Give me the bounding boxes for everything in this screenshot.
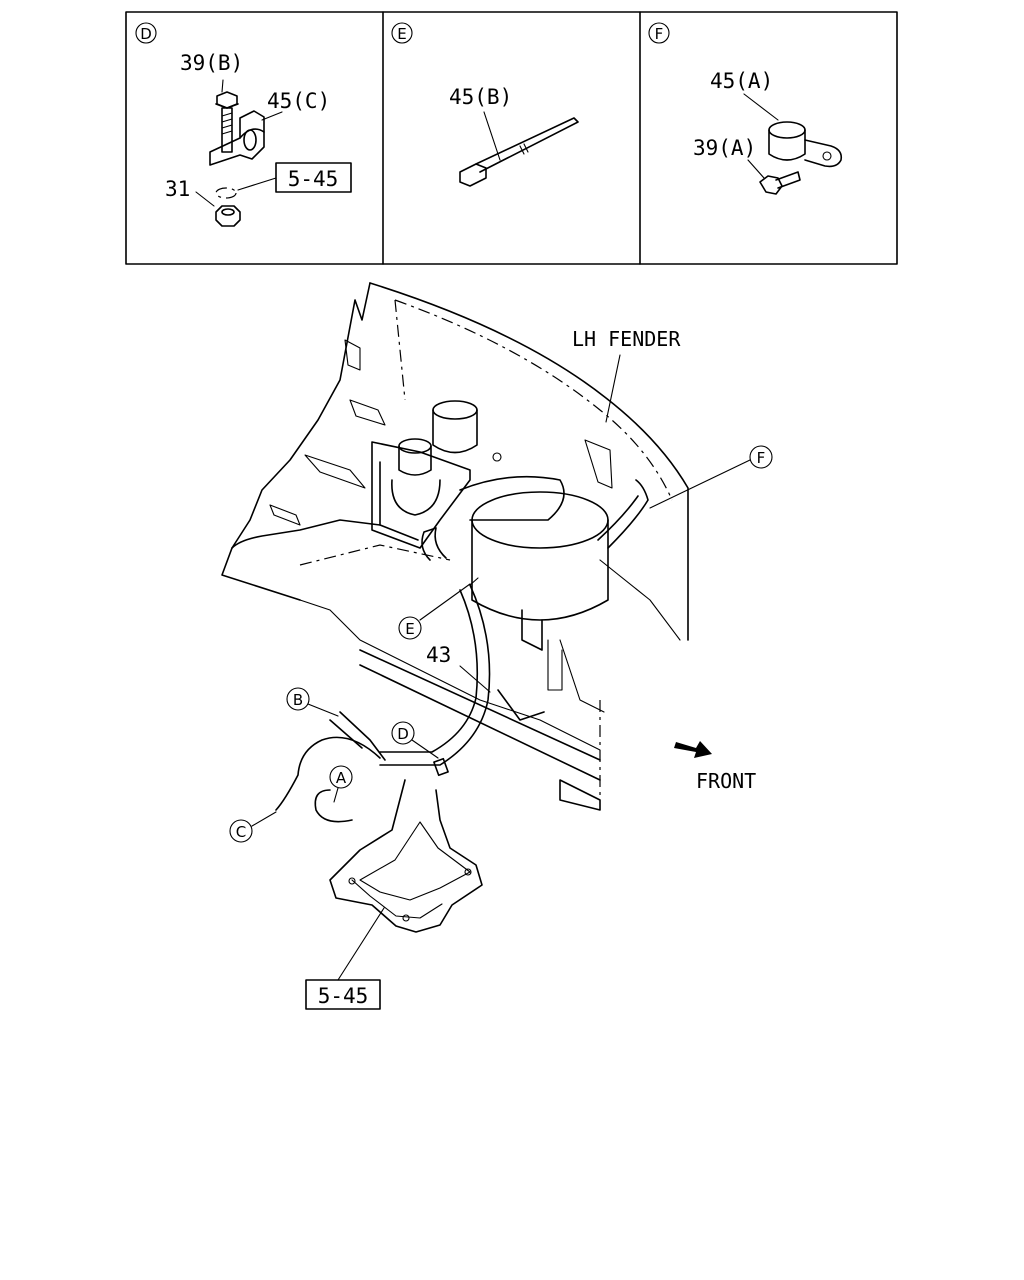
ref-box-main [305, 979, 381, 1010]
label-nut-31: 31 [165, 177, 190, 201]
marker-circle [749, 445, 773, 469]
detail-frame [125, 11, 898, 265]
detail-panel-f: F 45(A) 39(A) [648, 22, 843, 195]
main-view: LH FENDER 43 5-45 F E B D A C FRONT [221, 282, 773, 1010]
label-bolt-39b: 39(B) [180, 51, 243, 75]
washer-nut-drawing [195, 177, 277, 227]
leader-marker-c [251, 811, 277, 827]
panel-marker-e: E [397, 25, 406, 43]
bolt-39a-drawing [747, 159, 801, 195]
marker-d: D [397, 725, 409, 743]
front-arrow-icon [674, 741, 712, 758]
label-hose-43: 43 [426, 643, 451, 667]
clamp-45a-drawing [743, 93, 843, 168]
label-tie-45b: 45(B) [449, 85, 512, 109]
marker-circle [391, 721, 415, 745]
detail-panel-d: D 39(B) 45(C) 31 5-45 [135, 22, 352, 227]
panel-marker-circle [648, 22, 670, 44]
detail-panel-e: E 45(B) [391, 22, 579, 187]
fender-outline [221, 282, 689, 811]
panel-marker-circle [135, 22, 157, 44]
label-bolt-39a: 39(A) [693, 136, 756, 160]
panel-marker-circle [391, 22, 413, 44]
clip-45c-drawing [209, 110, 283, 166]
marker-c: C [236, 823, 246, 841]
undercover-bracket [329, 779, 483, 933]
leader-marker-b [307, 703, 339, 717]
leader-marker-e [419, 583, 471, 621]
leader-hose-43 [459, 665, 491, 693]
marker-circle [329, 765, 353, 789]
reservoir-assembly [371, 400, 609, 691]
marker-e: E [405, 620, 414, 638]
hose-43 [275, 479, 649, 823]
bolt-39b-drawing [215, 79, 239, 153]
marker-circle [286, 687, 310, 711]
leader-ref-main [337, 907, 385, 981]
leader-marker-f [649, 459, 751, 509]
label-clip-45c: 45(C) [267, 89, 330, 113]
label-front: FRONT [696, 769, 756, 793]
marker-a: A [336, 769, 347, 787]
marker-circle [229, 819, 253, 843]
ref-label-main-5-45: 5-45 [318, 984, 369, 1008]
detail-panels: D 39(B) 45(C) 31 5-45 [125, 11, 898, 265]
panel-marker-f: F [655, 25, 664, 43]
leader-marker-d [411, 739, 439, 759]
marker-f: F [757, 449, 766, 467]
label-clamp-45a: 45(A) [710, 69, 773, 93]
panel-marker-d: D [140, 25, 152, 43]
marker-b: B [293, 691, 303, 709]
leader-marker-a [333, 787, 339, 803]
leader-lh-fender [605, 354, 621, 423]
label-lh-fender: LH FENDER [572, 327, 681, 351]
ref-label-5-45: 5-45 [288, 167, 339, 191]
cable-tie-drawing [459, 111, 579, 187]
marker-circle [398, 616, 422, 640]
